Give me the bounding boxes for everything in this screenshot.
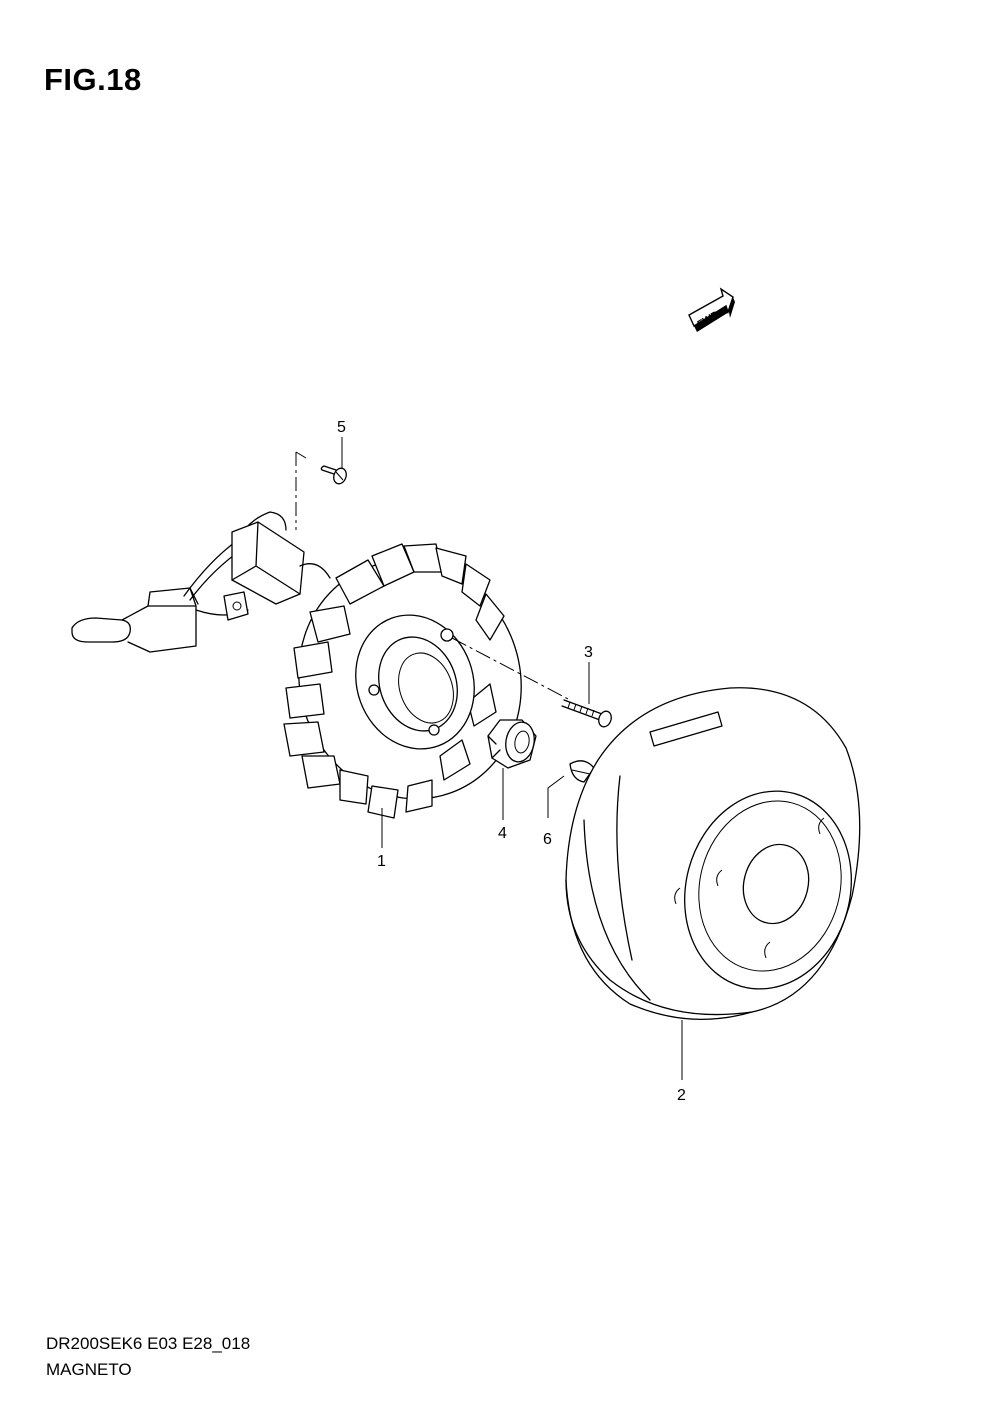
screw-icon [561, 699, 612, 728]
rotor-flywheel-icon [565, 687, 861, 1021]
figure-title: FIG.18 [44, 62, 142, 97]
fwd-arrow-icon: FWD [688, 287, 735, 332]
section-name: MAGNETO [46, 1360, 132, 1379]
callout-3: 3 [584, 644, 593, 661]
callout-1: 1 [377, 853, 386, 870]
leader-line-6 [547, 775, 565, 818]
model-code: DR200SEK6 E03 E28_018 [46, 1334, 251, 1353]
callout-2: 2 [677, 1087, 686, 1104]
stator-coil-icon [71, 511, 522, 819]
leader-line-5-hook [295, 451, 307, 459]
axis-line [451, 637, 571, 701]
callout-4: 4 [498, 825, 507, 842]
nut-icon [487, 719, 537, 769]
bolt-icon [320, 465, 347, 485]
callout-5: 5 [337, 419, 346, 436]
callout-6: 6 [543, 831, 552, 848]
